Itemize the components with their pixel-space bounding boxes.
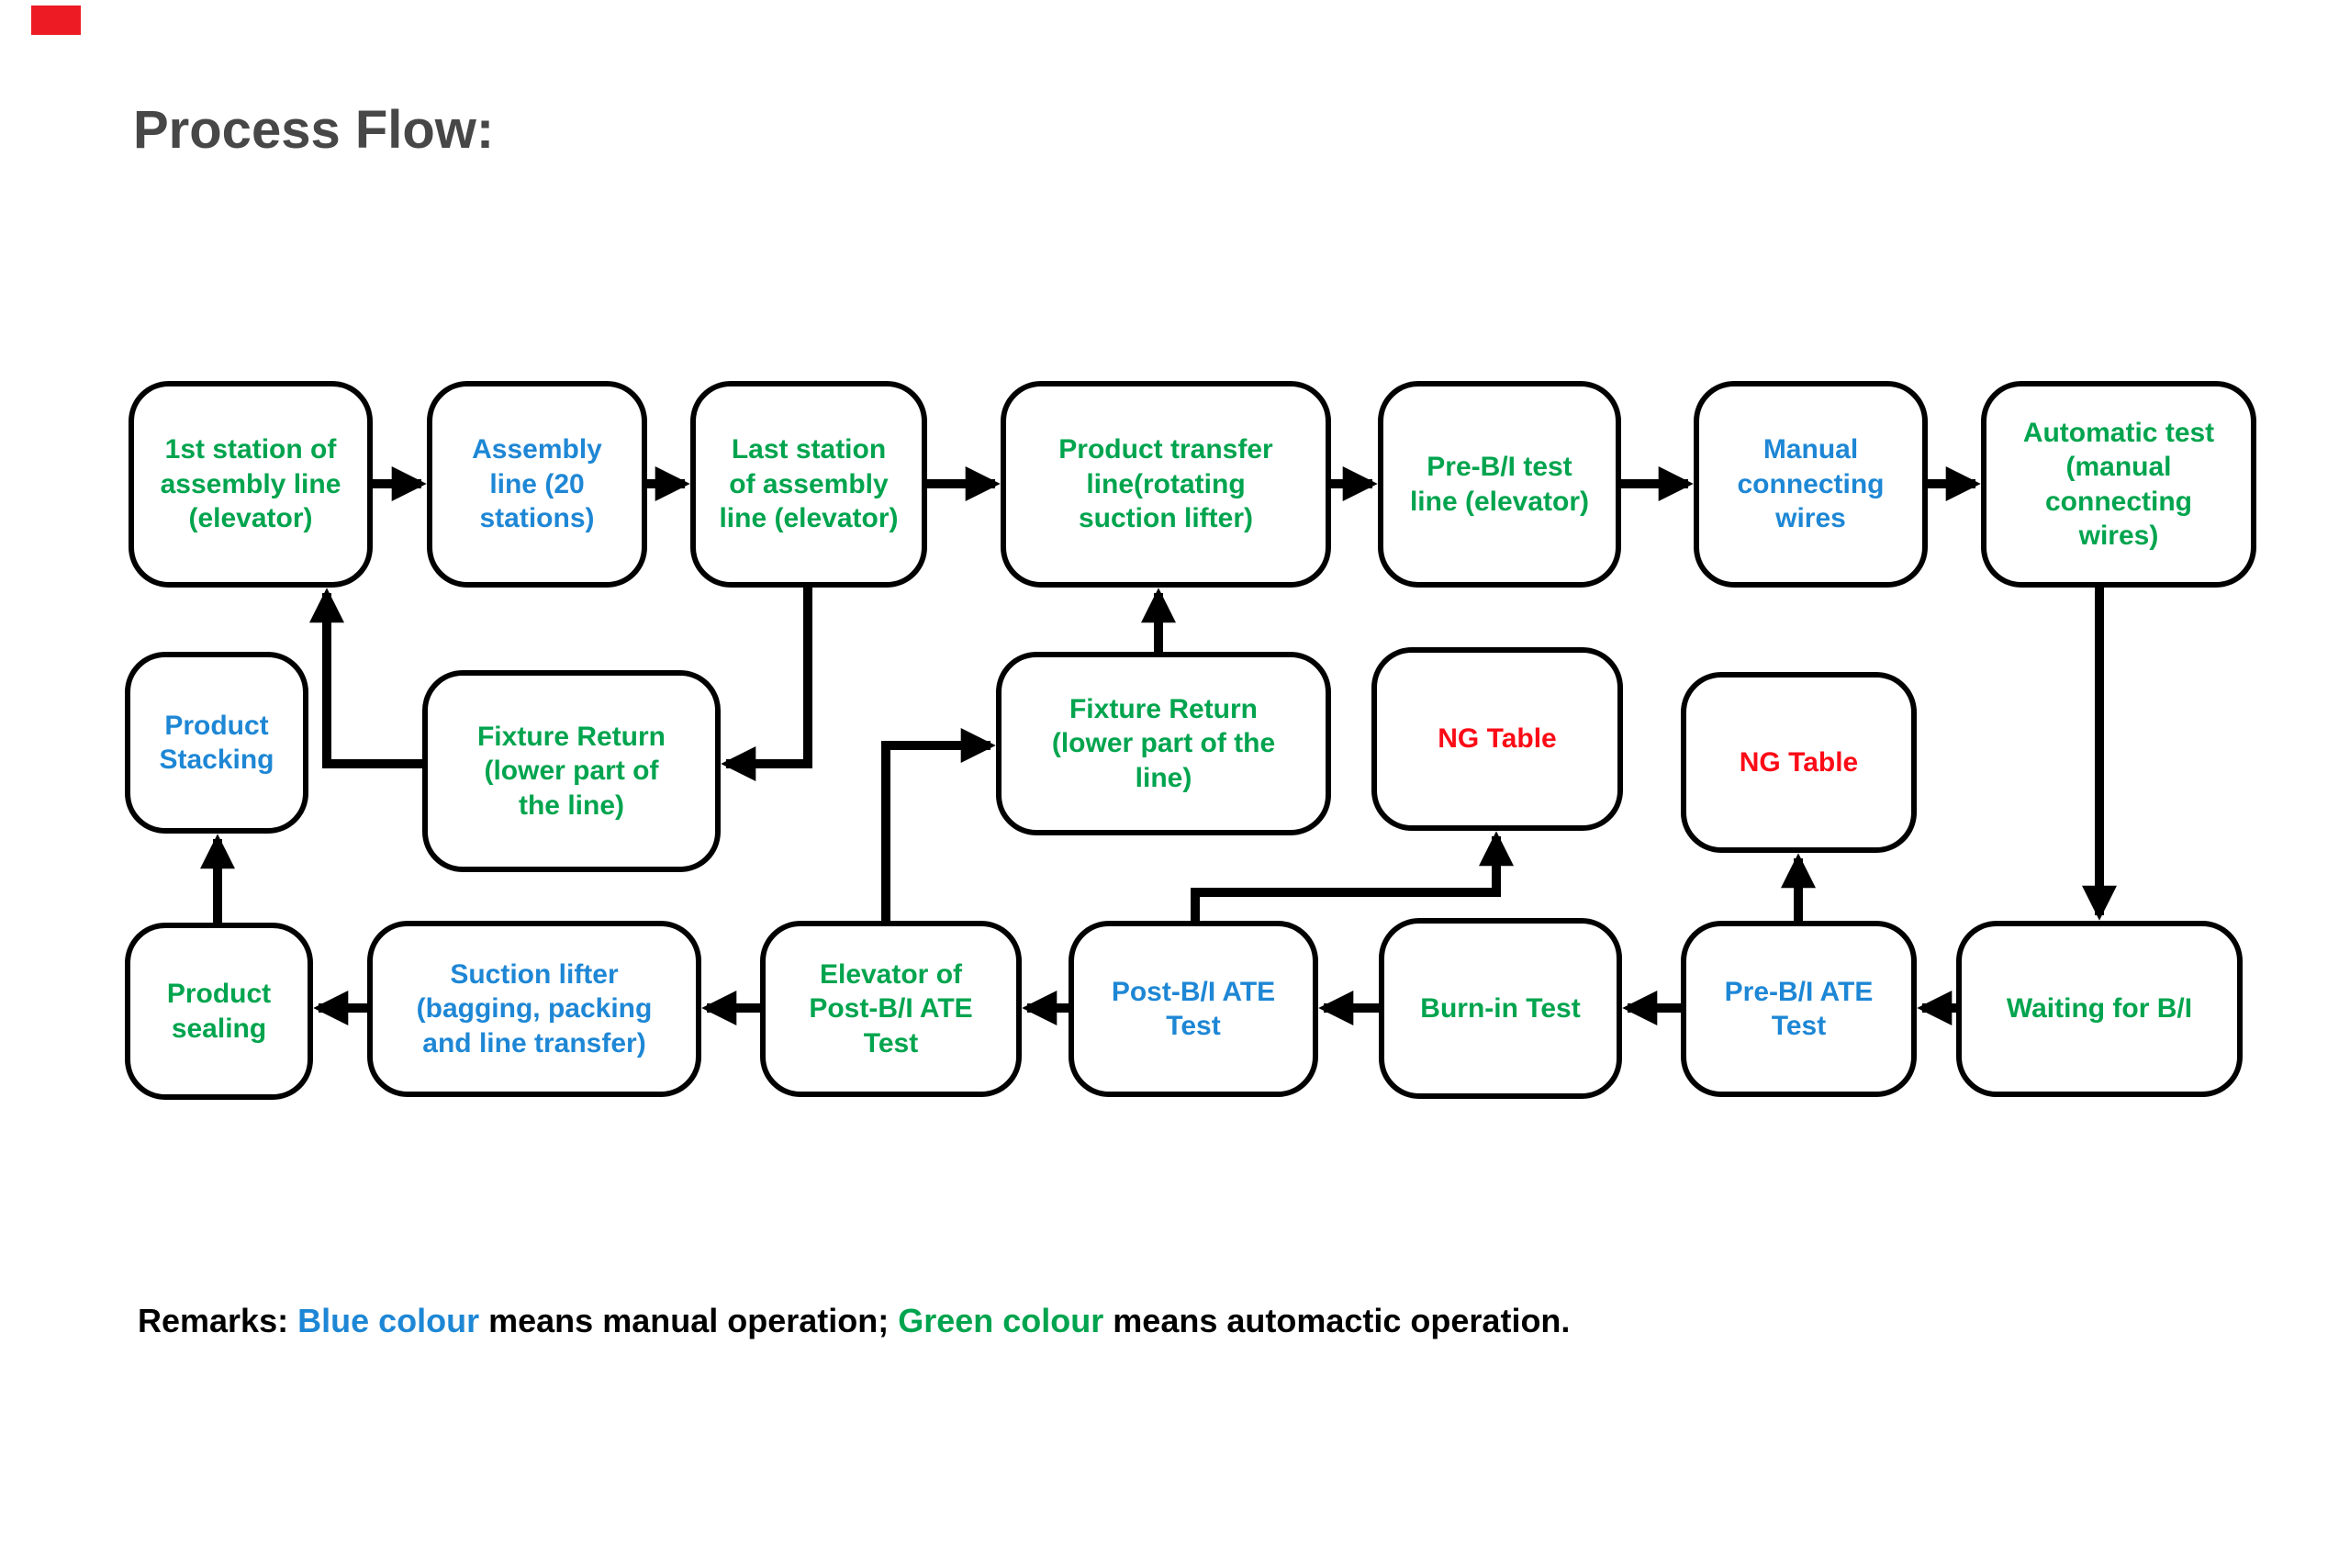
node-ng-table-1: NG Table [1371,647,1623,831]
node-assembly-line: Assembly line (20 stations) [427,381,647,588]
connector-elevator-to-fixture-return-2 [881,728,996,921]
node-suction-lifter: Suction lifter (bagging, packing and lin… [367,921,701,1097]
node-label: NG Table [1739,746,1859,778]
legend-blue-desc: means manual operation; [488,1302,899,1339]
page-title: Process Flow: [133,100,495,160]
node-label: Pre-B/I ATE Test [1724,976,1874,1042]
red-corner-marker [31,6,81,35]
node-label: Product sealing [166,979,272,1044]
node-label: Burn-in Test [1420,992,1581,1024]
node-label: NG Table [1438,723,1557,755]
node-label: Fixture Return (lower part of the line) [1051,693,1276,793]
legend-blue-label: Blue colour [297,1302,489,1339]
connector-last-station-to-fixture-return-1 [721,588,812,781]
legend-prefix: Remarks: [138,1302,298,1339]
node-ng-table-2: NG Table [1681,672,1917,853]
node-waiting-for-bi: Waiting for B/I [1956,921,2243,1097]
node-label: Automatic test (manual connecting wires) [2022,417,2215,552]
node-burn-in-test: Burn-in Test [1379,918,1622,1099]
node-label: Product transfer line(rotating suction l… [1058,434,1273,534]
node-label: Assembly line (20 stations) [472,434,602,534]
node-label: Suction lifter (bagging, packing and lin… [416,958,653,1058]
legend-remarks: Remarks: Blue colour means manual operat… [138,1302,1570,1340]
node-last-station: Last station of assembly line (elevator) [690,381,927,588]
node-label: Pre-B/I test line (elevator) [1409,452,1590,517]
node-label: 1st station of assembly line (elevator) [160,434,341,534]
node-elevator-post-bi: Elevator of Post-B/I ATE Test [760,921,1022,1097]
node-label: Waiting for B/I [2006,993,2193,1025]
connector-post-bi-to-ng-table-1 [1191,831,1514,921]
node-product-transfer-line: Product transfer line(rotating suction l… [1001,381,1331,588]
legend-green-label: Green colour [898,1302,1113,1339]
node-label: Last station of assembly line (elevator) [719,434,899,534]
node-first-station: 1st station of assembly line (elevator) [129,381,373,588]
node-label: Manual connecting wires [1737,434,1885,534]
node-post-bi-ate-test: Post-B/I ATE Test [1069,921,1318,1097]
node-product-stacking: Product Stacking [125,652,308,834]
node-label: Fixture Return (lower part of the line) [476,721,666,821]
node-fixture-return-2: Fixture Return (lower part of the line) [996,652,1331,835]
node-label: Elevator of Post-B/I ATE Test [809,958,973,1058]
node-pre-bi-test-line: Pre-B/I test line (elevator) [1378,381,1621,588]
node-automatic-test: Automatic test (manual connecting wires) [1981,381,2256,588]
node-fixture-return-1: Fixture Return (lower part of the line) [422,670,721,872]
legend-green-desc: means automactic operation. [1113,1302,1571,1339]
node-product-sealing: Product sealing [125,923,313,1100]
node-pre-bi-ate-test: Pre-B/I ATE Test [1681,921,1917,1097]
connector-fixture-return-1-to-first-station [309,588,422,768]
node-manual-connecting-wires: Manual connecting wires [1694,381,1928,588]
node-label: Post-B/I ATE Test [1111,976,1276,1042]
node-label: Product Stacking [159,710,274,776]
